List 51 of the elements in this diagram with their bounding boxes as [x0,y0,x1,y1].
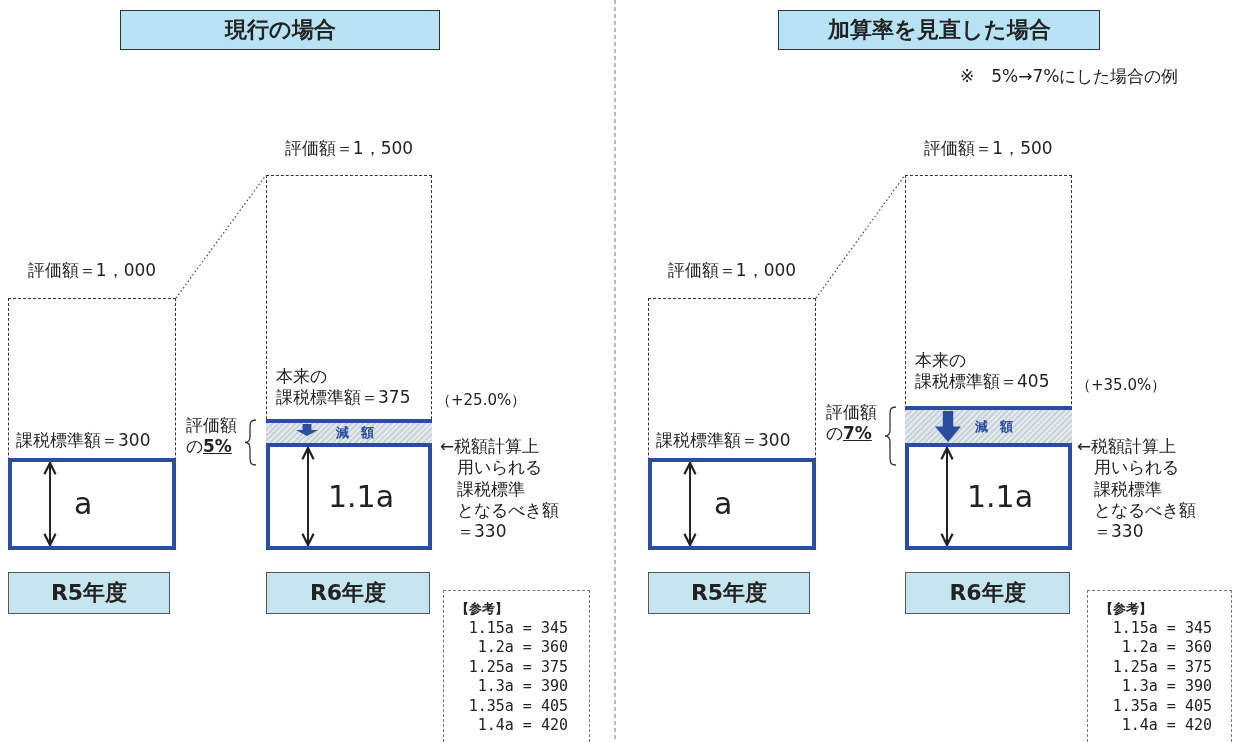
reference-box [1087,590,1232,742]
band-label: 減額 [975,418,1025,435]
heading-box: 現行の場合 [120,10,440,50]
reference-line: 1.35a = 405 [467,696,568,716]
leader-line [815,174,906,299]
reference-line: 1.2a = 360 [1120,638,1212,658]
value-label: 評価額＝1，000 [27,260,157,282]
reference-line: 1.35a = 405 [1111,696,1212,716]
note-text: ←税額計算上用いられる課税標準となるべき額＝330 [440,436,559,543]
value-label: a [74,485,93,523]
percent-note: （+35.0%） [1076,376,1167,395]
value-label: 課税標準額＝300 [16,430,151,452]
value-label: 評価額＝1，000 [667,260,797,282]
reduction-band [266,419,432,443]
value-label: 課税標準額＝300 [656,430,791,452]
tax-base-box [266,443,432,550]
note-text: ←税額計算上用いられる課税標準となるべき額＝330 [1077,436,1196,543]
value-label: a [714,485,733,523]
reference-heading: 【参考】 [1100,600,1153,618]
year-label-box: R6年度 [266,572,430,614]
year-label-box: R6年度 [905,572,1070,614]
footnote: ※ 5%→7%にした場合の例 [960,66,1179,88]
leader-line [175,174,267,299]
tax-base-box [648,458,816,550]
value-label: 本来の課税標準額＝405 [915,350,1050,393]
value-label: 1.1a [967,477,1034,516]
year-label-box: R5年度 [648,572,810,614]
reference-line: 1.25a = 375 [467,657,568,677]
tax-base-box [905,443,1072,550]
rate-note: 評価額の5% [186,415,238,458]
value-label: 評価額＝1，500 [284,138,414,160]
reference-line: 1.3a = 390 [476,677,568,697]
reference-line: 1.25a = 375 [1111,657,1212,677]
reference-line: 1.2a = 360 [476,638,568,658]
band-label: 減額 [336,424,386,442]
reference-line: 1.3a = 390 [1120,677,1212,697]
reduction-band [905,406,1072,443]
percent-note: （+25.0%） [436,391,527,410]
reference-line: 1.4a = 420 [476,716,568,736]
reference-heading: 【参考】 [456,600,509,618]
year-label-box: R5年度 [8,572,170,614]
tax-base-box [8,458,176,550]
value-label: 本来の課税標準額＝375 [276,366,411,409]
value-label: 評価額＝1，500 [924,138,1053,160]
reference-line: 1.15a = 345 [467,618,568,638]
value-label: 1.1a [328,477,395,516]
rate-note: 評価額の7% [826,402,878,445]
reference-line: 1.15a = 345 [1111,618,1212,638]
reference-line: 1.4a = 420 [1120,716,1212,736]
heading-box: 加算率を見直した場合 [778,10,1100,50]
reference-box [443,590,590,742]
